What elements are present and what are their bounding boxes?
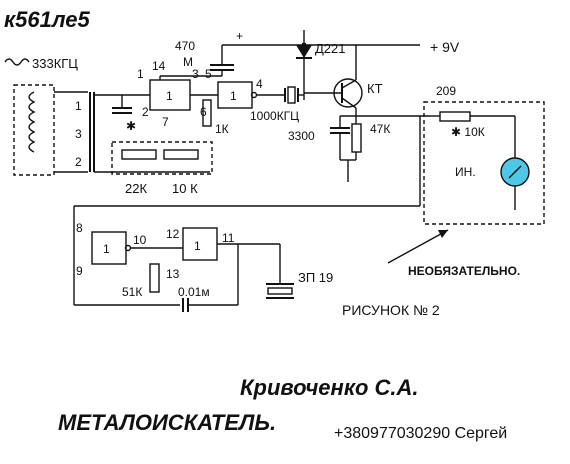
resistor-51k-label: 51К: [122, 285, 142, 299]
search-coil: [28, 91, 36, 153]
figure-caption: РИСУНОК № 2: [342, 302, 440, 318]
pin-13-label: 13: [166, 267, 180, 281]
left-pin-1: 1: [75, 99, 82, 113]
buzzer-label: ЗП 19: [298, 270, 333, 285]
pin-9-label: 9: [76, 264, 83, 278]
svg-text:1: 1: [166, 89, 173, 103]
pot-10k-label: 10 К: [172, 181, 198, 196]
node-209-label: 209: [436, 84, 456, 98]
capacitor-m: М: [183, 55, 193, 69]
svg-text:1: 1: [230, 89, 237, 103]
crystal-label: 1000КГЦ: [250, 109, 299, 123]
ic-name: к561ле5: [4, 7, 90, 32]
pin-8-label: 8: [76, 221, 83, 235]
supply-label: + 9V: [430, 39, 460, 55]
pin-5-label: 5: [205, 67, 212, 81]
pot-22k: [121, 149, 157, 160]
left-pin-2: 2: [75, 155, 82, 169]
capacitor-3300-label: 3300: [288, 129, 315, 143]
meter-label: ИН.: [455, 165, 476, 179]
svg-text:1: 1: [194, 239, 201, 253]
page-title: МЕТАЛОИСКАТЕЛЬ.: [58, 410, 276, 435]
diode-symbol: [296, 45, 312, 58]
capacitor-plus: +: [236, 29, 243, 43]
crystal-1000: [287, 86, 296, 104]
transistor-label: КТ: [367, 81, 383, 96]
pin-11-label: 11: [222, 231, 235, 245]
resistor-10k: [439, 111, 471, 122]
resistor-47k: [351, 123, 362, 153]
capacitor-001-label: 0.01м: [178, 285, 210, 299]
pin-7-label: 7: [162, 115, 169, 129]
resistor-47k-label: 47К: [370, 122, 390, 136]
resistor-51k: [149, 263, 160, 293]
resistor-10k-label: ✱ 10К: [451, 125, 485, 139]
pin-14-label: 14: [152, 59, 166, 73]
optional-meter-box: [423, 101, 545, 225]
pin-4-label: 4: [256, 77, 263, 91]
phone-number: +380977030290 Сергей: [334, 425, 507, 442]
pin-10-label: 10: [133, 233, 147, 247]
pot-10k: [163, 149, 199, 160]
pot-22k-label: 22К: [125, 181, 147, 196]
svg-text:1: 1: [103, 242, 110, 256]
pin-2-label: 2: [142, 105, 149, 119]
optional-label: НЕОБЯЗАТЕЛЬНО.: [408, 264, 520, 278]
left-pin-3: 3: [75, 127, 82, 141]
pin-3-label: 3: [192, 67, 199, 81]
pin-12-label: 12: [166, 227, 180, 241]
oscillator-wave-icon: [4, 58, 30, 66]
arrow-icon: [387, 229, 449, 264]
pot-box: [111, 141, 213, 175]
capacitor-470-label: 470: [175, 39, 195, 53]
diode-label: Д221: [315, 41, 346, 56]
resistor-1k-label: 1К: [215, 122, 229, 136]
resistor-1k: [202, 99, 212, 127]
pin-1-label: 1: [137, 67, 144, 81]
oscillator-label: 333КГЦ: [32, 56, 78, 71]
star-mark: ✱: [126, 119, 136, 133]
coil-shield: [13, 84, 55, 176]
author-name: Кривоченко С.А.: [240, 375, 419, 400]
